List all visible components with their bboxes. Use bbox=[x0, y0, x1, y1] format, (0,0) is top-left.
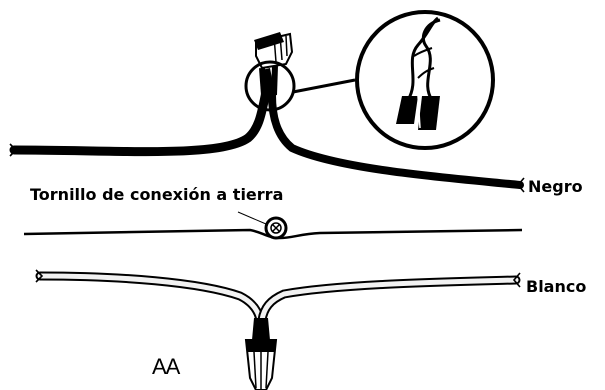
top-wire-connector bbox=[254, 32, 294, 96]
bottom-wire-connector bbox=[244, 318, 278, 390]
twisted-strand-b bbox=[421, 18, 441, 101]
magnify-detail-circle bbox=[355, 10, 495, 150]
ground-wire-group bbox=[23, 211, 523, 240]
magnify-source-circle bbox=[244, 60, 296, 112]
black-wire-left-end bbox=[9, 143, 18, 157]
corner-mark: AA bbox=[152, 354, 181, 379]
black-wire-label: Negro bbox=[528, 177, 583, 196]
white-wire-group bbox=[35, 269, 521, 325]
connector-collar bbox=[254, 32, 284, 50]
ground-screw-leader bbox=[237, 211, 267, 225]
white-wire-label: Blanco bbox=[526, 277, 586, 296]
black-wire-right-end bbox=[516, 177, 525, 193]
black-wire-right bbox=[268, 91, 524, 189]
black-wire-group bbox=[9, 87, 525, 193]
black-wire-left bbox=[9, 87, 271, 157]
magnify-connector-line bbox=[292, 78, 356, 94]
insulated-wire-a bbox=[396, 96, 418, 124]
bottom-connector-neck bbox=[252, 318, 270, 340]
magnified-detail bbox=[355, 10, 495, 150]
insulated-wire-b bbox=[418, 96, 440, 130]
ground-screw-label: Tornillo de conexión a tierra bbox=[30, 185, 283, 204]
